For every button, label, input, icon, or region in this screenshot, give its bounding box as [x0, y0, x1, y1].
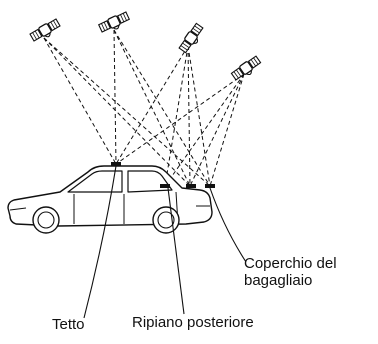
trunk-lid-label: Coperchio del bagagliaio — [244, 255, 337, 289]
antenna-icon — [111, 162, 215, 188]
car-icon — [7, 165, 213, 234]
satellite-icon — [230, 55, 262, 81]
satellite-icon — [29, 18, 61, 42]
leader-lines — [83, 165, 247, 319]
roof-label: Tetto — [52, 316, 85, 333]
signal-lines — [43, 29, 245, 187]
trunk-lid-label-line2: bagagliaio — [244, 272, 313, 289]
satellite-icon — [97, 11, 131, 33]
trunk-lid-label-line1: Coperchio del — [244, 255, 337, 272]
satellite-icon — [178, 22, 204, 54]
rear-shelf-label: Ripiano posteriore — [132, 314, 254, 331]
